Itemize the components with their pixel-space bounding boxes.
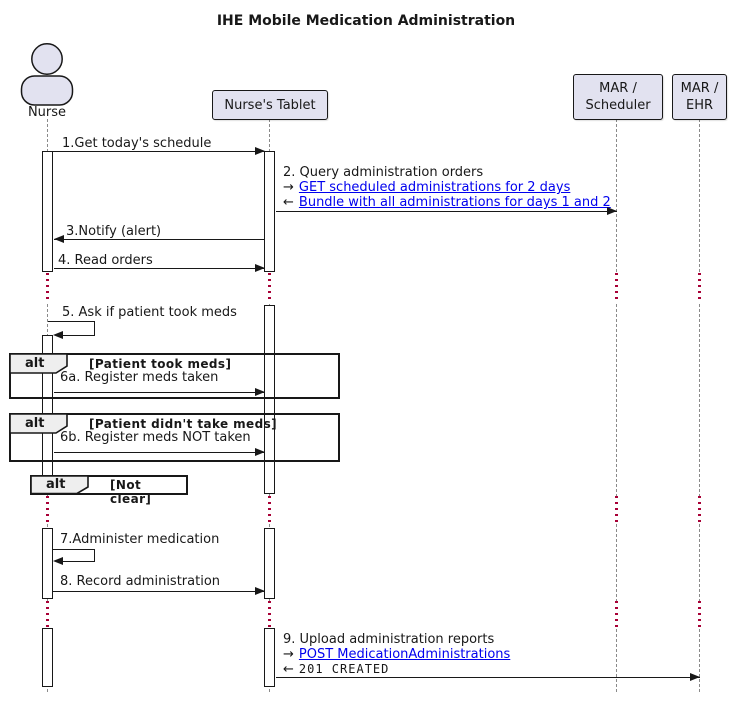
message-6b-label: 6b. Register meds NOT taken: [60, 430, 251, 445]
arrowhead-right-icon: [255, 448, 265, 456]
message-7-self-loop: [94, 549, 95, 562]
alt-operator-pentagon: [9, 353, 68, 374]
lifeline-scheduler: [616, 119, 617, 692]
arrowhead-right-icon: [607, 207, 617, 215]
alt-operator-pentagon: [30, 475, 89, 495]
alt-operator-label: alt: [25, 416, 45, 431]
message-9-label: 9. Upload administration reports: [283, 632, 495, 647]
arrowhead-right-icon: [255, 587, 265, 595]
participant-tablet-label: Nurse's Tablet: [224, 97, 316, 113]
message-9-request: → POST MedicationAdministrations: [283, 647, 510, 662]
activation-bar-tablet: [264, 528, 275, 599]
alt-operator-label: alt: [25, 356, 45, 371]
participant-scheduler-label-line2: Scheduler: [585, 98, 651, 113]
delay-dots: [615, 496, 618, 524]
message-1-line: [53, 151, 265, 152]
message-5-self-loop: [48, 321, 95, 322]
status-201-created: 201 CREATED: [298, 662, 390, 676]
response-arrow-icon: ←: [283, 195, 294, 210]
activation-bar-tablet: [264, 151, 275, 272]
delay-dots: [268, 273, 271, 302]
alt-fragment-not-clear: alt [Not clear]: [30, 475, 188, 506]
message-2-label: 2. Query administration orders: [283, 165, 484, 180]
nurse-actor-icon: [20, 43, 74, 106]
delay-dots: [46, 273, 49, 302]
response-arrow-icon: ←: [283, 662, 294, 677]
arrowhead-left-icon: [54, 235, 64, 243]
participant-box-ehr: MAR / EHR: [672, 74, 727, 120]
delay-dots: [268, 601, 271, 627]
delay-dots: [698, 496, 701, 524]
alt-guard-label: [Patient didn't take meds]: [89, 417, 277, 431]
delay-dots: [698, 273, 701, 302]
alt-fragment-patient-took-meds: alt [Patient took meds]: [9, 353, 340, 399]
message-5-self-loop: [57, 335, 95, 336]
alt-guard-label: [Patient took meds]: [89, 357, 232, 371]
message-4-line: [54, 268, 265, 269]
message-9-response: ← 201 CREATED: [283, 662, 389, 677]
message-8-line: [53, 591, 265, 592]
message-6a-label: 6a. Register meds taken: [60, 370, 219, 385]
link-bundle-with-all-administrations[interactable]: Bundle with all administrations for days…: [298, 195, 611, 210]
message-5-self-loop: [94, 321, 95, 335]
message-2-response: ← Bundle with all administrations for day…: [283, 195, 611, 210]
message-2-request: → GET scheduled administrations for 2 day…: [283, 180, 570, 195]
link-post-medication-administrations[interactable]: POST MedicationAdministrations: [298, 647, 511, 662]
arrowhead-right-icon: [255, 264, 265, 272]
activation-bar-nurse: [42, 151, 53, 272]
arrowhead-right-icon: [690, 673, 700, 681]
link-get-scheduled-administrations[interactable]: GET scheduled administrations for 2 days: [298, 180, 571, 195]
activation-bar-tablet: [264, 628, 275, 687]
delay-dots: [46, 601, 49, 627]
participant-scheduler-label-line1: MAR /: [599, 81, 637, 96]
message-3-line: [54, 239, 265, 240]
delay-dots: [698, 601, 701, 627]
activation-bar-nurse: [42, 528, 53, 599]
activation-bar-nurse: [42, 628, 53, 687]
arrowhead-left-icon: [53, 331, 63, 339]
request-arrow-icon: →: [283, 647, 294, 662]
arrowhead-right-icon: [255, 388, 265, 396]
delay-dots: [615, 601, 618, 627]
message-1-label: 1.Get today's schedule: [62, 136, 212, 151]
message-4-label: 4. Read orders: [58, 253, 153, 268]
message-6a-line: [54, 392, 265, 393]
delay-dots: [615, 273, 618, 302]
request-arrow-icon: →: [283, 180, 294, 195]
activation-bar-tablet: [264, 305, 275, 494]
message-7-self-loop: [57, 561, 95, 562]
message-7-label: 7.Administer medication: [60, 532, 220, 547]
participant-box-scheduler: MAR / Scheduler: [573, 74, 663, 120]
diagram-title: IHE Mobile Medication Administration: [216, 13, 516, 29]
alt-operator-label: alt: [46, 477, 66, 492]
lifeline-ehr: [699, 119, 700, 692]
participant-ehr-label-line2: EHR: [685, 98, 714, 113]
arrowhead-right-icon: [255, 147, 265, 155]
message-5-label: 5. Ask if patient took meds: [62, 305, 237, 320]
delay-dots: [46, 496, 49, 524]
message-3-label: 3.Notify (alert): [66, 224, 162, 239]
message-6b-line: [54, 452, 265, 453]
message-9-line: [276, 677, 700, 678]
message-2-line: [276, 211, 617, 212]
participant-box-tablet: Nurse's Tablet: [212, 90, 328, 120]
message-8-label: 8. Record administration: [60, 574, 221, 589]
message-7-self-loop: [53, 549, 95, 550]
alt-fragment-patient-didnt-take-meds: alt [Patient didn't take meds]: [9, 413, 340, 462]
participant-nurse-label: Nurse: [27, 105, 67, 120]
alt-operator-pentagon: [9, 413, 68, 434]
delay-dots: [268, 496, 271, 524]
alt-guard-label: [Not clear]: [110, 478, 152, 506]
arrowhead-left-icon: [53, 557, 63, 565]
participant-ehr-label-line1: MAR /: [680, 81, 719, 96]
